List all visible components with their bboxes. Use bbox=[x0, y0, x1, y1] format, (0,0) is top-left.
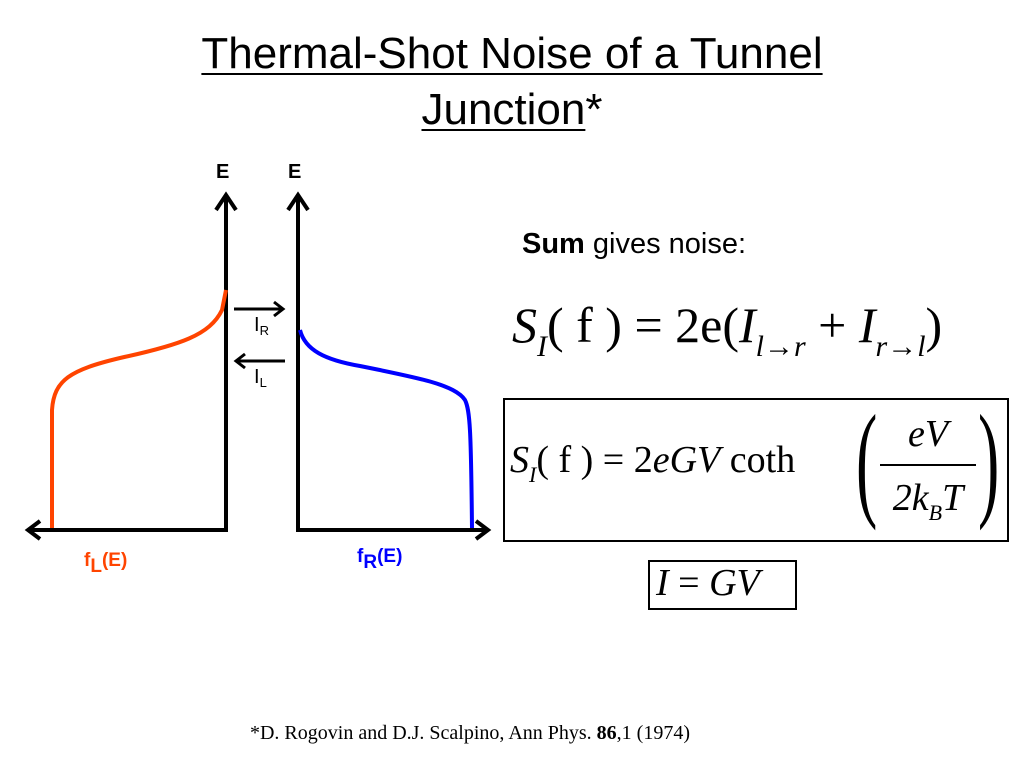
eq2-right-paren: ) bbox=[978, 389, 1000, 531]
right-dist-base: f bbox=[357, 546, 364, 567]
current-right-sub: R bbox=[260, 323, 269, 338]
left-dist-sub: L bbox=[90, 556, 102, 577]
title-line-1: Thermal-Shot Noise of a Tunnel bbox=[201, 29, 823, 78]
eq1-S-sub: I bbox=[537, 330, 547, 363]
eq2-S-sub: I bbox=[529, 462, 537, 487]
eq2-lhs: ( f ) = 2 bbox=[536, 439, 653, 481]
citation-volume: 86 bbox=[596, 722, 617, 744]
left-dist-arg: (E) bbox=[102, 550, 127, 571]
current-left-base: I bbox=[254, 366, 260, 388]
citation-pre: *D. Rogovin and D.J. Scalpino, Ann Phys. bbox=[249, 722, 597, 744]
left-f-arrowhead bbox=[24, 519, 42, 541]
current-right-label: IR bbox=[254, 314, 269, 338]
sum-caption: Sum gives noise: bbox=[522, 228, 746, 261]
left-fermi-curve bbox=[50, 289, 228, 528]
title-marker: * bbox=[585, 85, 603, 134]
fraction-bar bbox=[880, 464, 976, 466]
eq1-close: ) bbox=[925, 297, 943, 353]
current-left-sub: L bbox=[260, 375, 267, 390]
ohm-equation-box bbox=[648, 560, 797, 610]
left-distribution-label: fL(E) bbox=[84, 550, 127, 577]
right-axes bbox=[286, 191, 492, 541]
eq2-eGV: eGV bbox=[652, 439, 721, 481]
citation: *D. Rogovin and D.J. Scalpino, Ann Phys.… bbox=[0, 722, 940, 745]
right-current-arrowhead bbox=[273, 300, 286, 318]
eq2-coth: coth bbox=[720, 439, 796, 481]
eq1-I2: I bbox=[858, 297, 876, 353]
right-f-arrowhead bbox=[474, 519, 492, 541]
eq2-S: S bbox=[510, 439, 529, 481]
left-axes bbox=[24, 191, 238, 541]
eq1-S: S bbox=[512, 297, 537, 353]
eq2-den-sub: B bbox=[928, 500, 943, 525]
right-dist-arg: (E) bbox=[377, 546, 402, 567]
noise-sum-equation: SI( f ) = 2e(Il→r + Ir→l) bbox=[512, 296, 943, 363]
left-current-arrowhead bbox=[233, 352, 246, 370]
left-energy-arrowhead bbox=[214, 191, 238, 212]
title-line-2: Junction bbox=[421, 85, 586, 134]
eq1-I2-sub: r→l bbox=[875, 330, 926, 363]
current-arrows bbox=[233, 300, 286, 370]
sum-rest: gives noise: bbox=[584, 228, 747, 260]
eq2-denominator: 2kBT bbox=[880, 470, 976, 526]
coth-equation-box bbox=[503, 398, 1009, 542]
eq2-den-pre: 2k bbox=[892, 477, 929, 519]
eq2-num-text: eV bbox=[907, 413, 949, 455]
eq1-lhs-arg: ( f ) = 2e( bbox=[547, 297, 739, 353]
eq2-fraction: eV 2kBT bbox=[880, 408, 976, 526]
left-dist-base: f bbox=[84, 550, 91, 571]
eq2-numerator: eV bbox=[880, 408, 976, 460]
eq3-GV: GV bbox=[709, 562, 760, 604]
coth-equation: SI( f ) = 2eGV coth bbox=[510, 438, 796, 487]
sum-bold: Sum bbox=[522, 228, 585, 260]
right-distribution-label: fR(E) bbox=[357, 546, 402, 573]
right-energy-arrowhead bbox=[286, 191, 310, 212]
eq1-I1-sub: l→r bbox=[755, 330, 806, 363]
eq1-plus: + bbox=[805, 297, 859, 353]
eq1-I1: I bbox=[739, 297, 756, 353]
eq2-left-paren: ( bbox=[856, 389, 878, 531]
right-energy-label: E bbox=[288, 161, 301, 183]
current-right-base: I bbox=[254, 314, 260, 336]
left-energy-label: E bbox=[216, 161, 229, 183]
right-fermi-curve bbox=[298, 329, 474, 529]
ohm-equation: I = GV bbox=[656, 560, 760, 606]
citation-post: ,1 (1974) bbox=[616, 722, 690, 744]
right-dist-sub: R bbox=[363, 552, 377, 573]
current-left-label: IL bbox=[254, 366, 267, 390]
eq3-I: I bbox=[656, 562, 669, 604]
eq2-den-post: T bbox=[942, 477, 964, 519]
eq3-eq: = bbox=[668, 562, 710, 604]
slide-title: Thermal-Shot Noise of a Tunnel Junction* bbox=[0, 26, 1024, 138]
